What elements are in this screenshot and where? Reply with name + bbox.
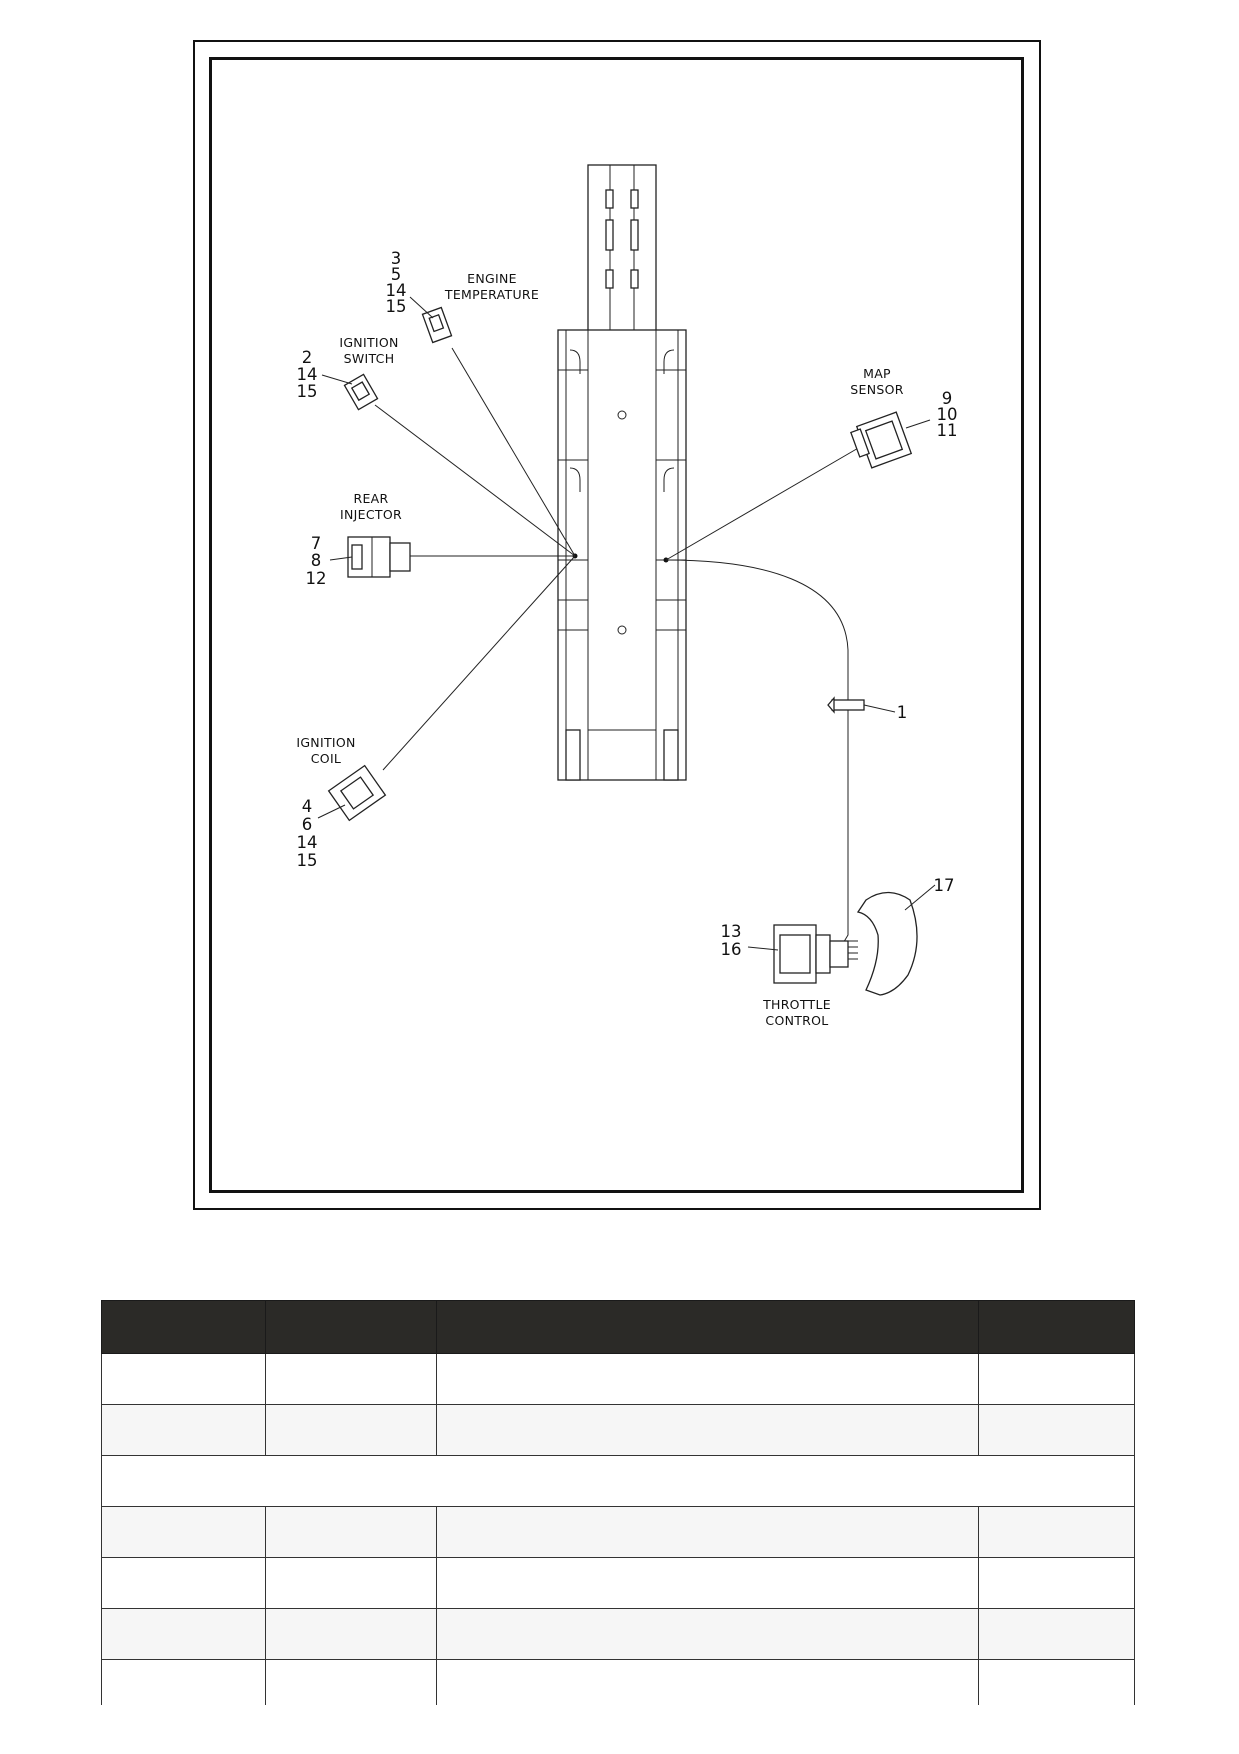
callout-map-sensor: 11 <box>937 421 958 440</box>
frame-rail <box>557 164 687 781</box>
table-row <box>101 1557 1135 1609</box>
table-cell <box>436 1608 979 1660</box>
callout-ignition-switch: 14 <box>297 365 318 384</box>
callout-throttle-control: 16 <box>721 940 742 959</box>
diagram-frame-outer <box>193 40 1041 1210</box>
table-header-cell <box>436 1300 979 1354</box>
engine-temperature-connector <box>409 296 453 344</box>
map-sensor-label-1: MAP <box>863 366 891 381</box>
throttle-bracket <box>856 884 936 996</box>
table-cell <box>101 1557 266 1609</box>
callout-ignition-coil: 15 <box>297 851 318 870</box>
diagram-frame-inner <box>209 57 1024 1193</box>
throttle-control-label-2: CONTROL <box>765 1013 828 1028</box>
table-cell <box>101 1353 266 1405</box>
table-header-row <box>101 1300 1135 1354</box>
table-cell <box>101 1404 266 1456</box>
callout-rear-injector: 8 <box>311 551 322 570</box>
table-cell <box>436 1353 979 1405</box>
table-section-cell <box>101 1455 1135 1507</box>
table-cell <box>265 1353 437 1405</box>
table-section-row <box>101 1455 1135 1507</box>
callout-engine-temperature: 3 <box>391 249 402 268</box>
table-cell <box>265 1506 437 1558</box>
table-row <box>101 1506 1135 1558</box>
table-cell <box>265 1659 437 1711</box>
table-row <box>101 1353 1135 1405</box>
table-cell <box>436 1506 979 1558</box>
table-row <box>101 1608 1135 1660</box>
callout-ignition-switch: 15 <box>297 382 318 401</box>
table-cell <box>436 1557 979 1609</box>
ignition-switch-connector <box>321 373 379 411</box>
table-header-cell <box>978 1300 1135 1354</box>
callout-engine-temperature: 15 <box>386 297 407 316</box>
throttle-control-connector <box>747 924 858 984</box>
callout-ignition-coil: 4 <box>302 797 313 816</box>
callout-ignition-switch: 2 <box>302 348 313 367</box>
ignition-coil-label-1: IGNITION <box>296 735 355 750</box>
callout-rear-injector: 12 <box>306 569 327 588</box>
table-row <box>101 1404 1135 1456</box>
page-bottom-margin <box>0 1705 1239 1754</box>
table-cell <box>978 1608 1135 1660</box>
ignition-coil-connector <box>317 764 387 822</box>
ignition-coil-label-2: COIL <box>311 751 341 766</box>
table-cell <box>436 1659 979 1711</box>
table-cell <box>265 1608 437 1660</box>
ignition-switch-label-2: SWITCH <box>344 351 395 366</box>
callout-fastener: 1 <box>897 703 908 722</box>
table-cell <box>978 1659 1135 1711</box>
table-cell <box>978 1506 1135 1558</box>
table-cell <box>101 1506 266 1558</box>
rear-injector-label-2: INJECTOR <box>340 507 402 522</box>
map-sensor-connector <box>850 411 931 469</box>
ignition-switch-label-1: IGNITION <box>339 335 398 350</box>
callout-rear-injector: 7 <box>311 534 322 553</box>
table-cell <box>101 1608 266 1660</box>
table-cell <box>265 1557 437 1609</box>
rear-injector-label-1: REAR <box>353 491 388 506</box>
callout-ignition-coil: 6 <box>302 815 313 834</box>
map-sensor-label-2: SENSOR <box>850 382 903 397</box>
callout-engine-temperature: 14 <box>386 281 407 300</box>
callout-throttle-control: 13 <box>721 922 742 941</box>
callout-bracket: 17 <box>934 876 955 895</box>
callout-map-sensor: 9 <box>942 389 953 408</box>
table-cell <box>101 1659 266 1711</box>
table-cell <box>978 1353 1135 1405</box>
table-row <box>101 1659 1135 1711</box>
parts-table <box>101 1300 1135 1711</box>
rear-injector-connector <box>329 536 411 578</box>
callout-ignition-coil: 14 <box>297 833 318 852</box>
harness-fastener <box>827 696 896 714</box>
table-cell <box>978 1557 1135 1609</box>
engine-temperature-label-1: ENGINE <box>467 271 517 286</box>
engine-temperature-label-2: TEMPERATURE <box>444 287 539 302</box>
callout-map-sensor: 10 <box>937 405 958 424</box>
callout-engine-temperature: 5 <box>391 265 402 284</box>
table-header-cell <box>265 1300 437 1354</box>
table-cell <box>436 1404 979 1456</box>
table-cell <box>978 1404 1135 1456</box>
throttle-control-label-1: THROTTLE <box>762 997 831 1012</box>
table-cell <box>265 1404 437 1456</box>
table-header-cell <box>101 1300 266 1354</box>
harness-wires <box>374 347 861 946</box>
